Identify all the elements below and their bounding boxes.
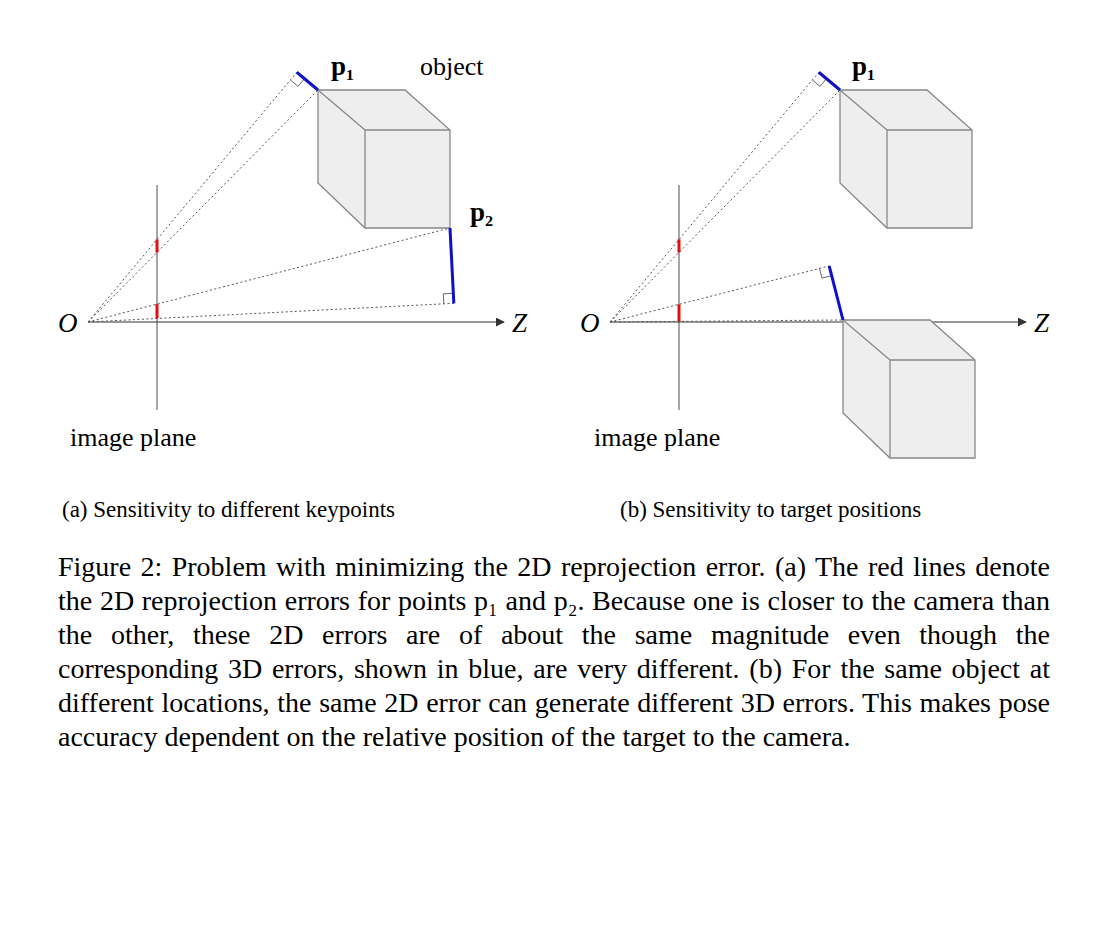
- image-plane-label: image plane: [594, 425, 720, 451]
- right-angle-mark: [443, 293, 453, 303]
- projection-ray: [88, 90, 318, 322]
- point-label: p₁: [852, 53, 875, 80]
- projection-ray: [88, 303, 454, 322]
- camera-illustration: [0, 0, 1108, 480]
- point-label: p₁: [331, 53, 354, 80]
- axis-label: Z: [1034, 310, 1049, 337]
- projection-ray: [610, 320, 843, 322]
- cube-outline: [318, 90, 450, 228]
- optical-axis: [88, 321, 504, 322]
- cube-edge: [318, 90, 450, 228]
- error-2d: [678, 239, 681, 252]
- point-label: p₂: [470, 199, 493, 226]
- image-plane-label: image plane: [70, 425, 196, 451]
- error-2d: [156, 239, 159, 252]
- object-label: object: [420, 54, 484, 80]
- cube-edge: [843, 320, 975, 458]
- error-2d: [678, 304, 681, 321]
- image-plane-line: [156, 185, 158, 410]
- image-plane-line: [678, 185, 680, 410]
- cube-outline: [843, 320, 975, 458]
- figure-caption: Figure 2: Problem with minimizing the 2D…: [58, 550, 1050, 754]
- cube-edge: [840, 90, 972, 228]
- projection-ray: [88, 72, 297, 322]
- origin-label: O: [580, 310, 600, 337]
- error-3d: [297, 72, 318, 90]
- axis-label: Z: [512, 310, 527, 337]
- panel: [88, 72, 504, 410]
- cube-outline: [840, 90, 972, 228]
- subfigure-caption: (a) Sensitivity to different keypoints: [62, 498, 395, 521]
- projection-ray: [88, 228, 450, 322]
- error-3d: [819, 72, 840, 90]
- panel: [610, 72, 1026, 458]
- right-angle-mark: [812, 79, 826, 87]
- optical-axis: [610, 321, 1026, 322]
- error-3d: [450, 228, 454, 303]
- error-3d: [829, 266, 843, 320]
- origin-label: O: [58, 310, 78, 337]
- projection-ray: [610, 266, 829, 322]
- subfigure-caption: (b) Sensitivity to target positions: [620, 498, 921, 521]
- right-angle-mark: [290, 79, 304, 87]
- error-2d: [156, 304, 159, 318]
- projection-ray: [610, 72, 819, 322]
- projection-ray: [610, 90, 840, 322]
